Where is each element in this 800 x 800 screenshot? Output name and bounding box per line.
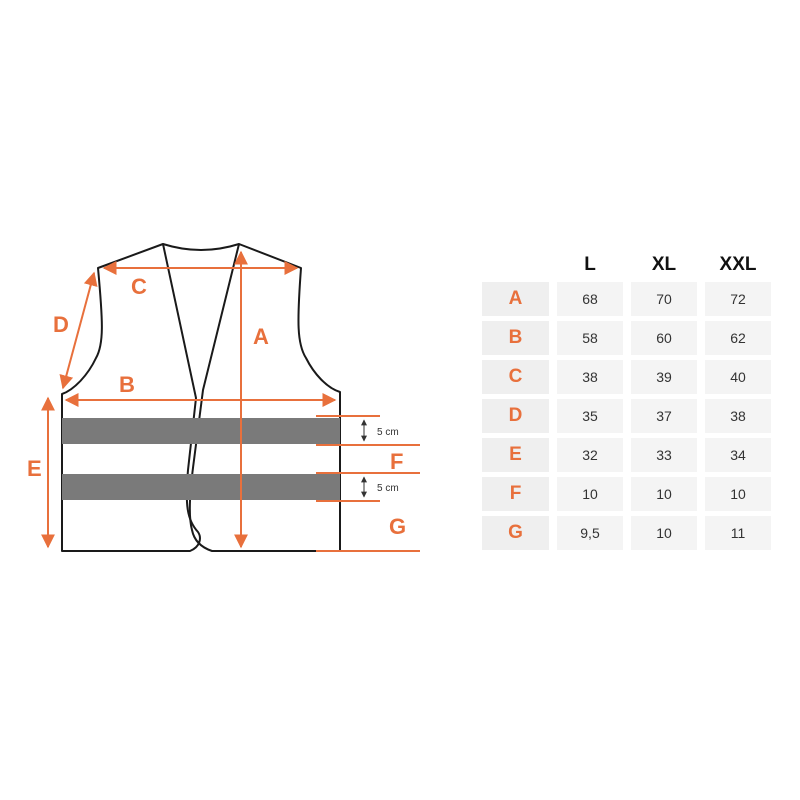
stripe-width-label-lower: 5 cm	[377, 483, 399, 494]
table-row: C 38 39 40	[482, 360, 772, 394]
header-spacer	[482, 248, 549, 282]
table-cell: 37	[631, 399, 697, 433]
table-row: A 68 70 72	[482, 282, 772, 316]
table-cell: 10	[631, 477, 697, 511]
row-label: E	[482, 438, 549, 472]
row-label: A	[482, 282, 549, 316]
row-label: B	[482, 321, 549, 355]
size-column-xl: XL	[651, 254, 677, 275]
dimension-label-d: D	[53, 312, 69, 337]
stripe-width-label-upper: 5 cm	[377, 427, 399, 438]
table-row: E 32 33 34	[482, 438, 772, 472]
table-cell: 10	[557, 477, 623, 511]
dimension-label-b: B	[119, 372, 135, 397]
table-row: G 9,5 10 11	[482, 516, 772, 550]
table-cell: 35	[557, 399, 623, 433]
table-cell: 9,5	[557, 516, 623, 550]
table-cell: 10	[631, 516, 697, 550]
table-cell: 38	[557, 360, 623, 394]
table-cell: 58	[557, 321, 623, 355]
table-cell: 60	[631, 321, 697, 355]
size-column-l: L	[584, 254, 596, 275]
vest-neckline	[162, 243, 240, 251]
row-label: D	[482, 399, 549, 433]
table-cell: 10	[705, 477, 771, 511]
vest-left-panel	[61, 243, 201, 552]
table-cell: 32	[557, 438, 623, 472]
table-cell: 38	[705, 399, 771, 433]
reflective-stripe-upper	[62, 418, 340, 444]
vest-right-panel	[188, 243, 341, 552]
dimension-label-g: G	[389, 514, 406, 539]
table-row: F 10 10 10	[482, 477, 772, 511]
row-label: G	[482, 516, 549, 550]
size-table-header: L XL XXL	[482, 248, 772, 282]
table-cell: 68	[557, 282, 623, 316]
size-table: L XL XXL A 68 70 72 B 58 60 62 C 38 39 4…	[482, 248, 772, 555]
dimension-label-e: E	[27, 456, 42, 481]
table-cell: 39	[631, 360, 697, 394]
dimension-label-a: A	[253, 324, 269, 349]
dimension-d-arrow	[59, 271, 98, 390]
row-label: F	[482, 477, 549, 511]
size-column-xxl: XXL	[719, 254, 757, 275]
table-cell: 33	[631, 438, 697, 472]
table-cell: 70	[631, 282, 697, 316]
dimension-label-c: C	[131, 274, 147, 299]
table-row: B 58 60 62	[482, 321, 772, 355]
table-cell: 62	[705, 321, 771, 355]
reflective-stripe-lower	[62, 474, 340, 500]
dimension-label-f: F	[390, 449, 403, 474]
table-cell: 40	[705, 360, 771, 394]
row-label: C	[482, 360, 549, 394]
table-row: D 35 37 38	[482, 399, 772, 433]
table-cell: 11	[705, 516, 771, 550]
table-cell: 34	[705, 438, 771, 472]
table-cell: 72	[705, 282, 771, 316]
vest-outline	[61, 243, 341, 552]
